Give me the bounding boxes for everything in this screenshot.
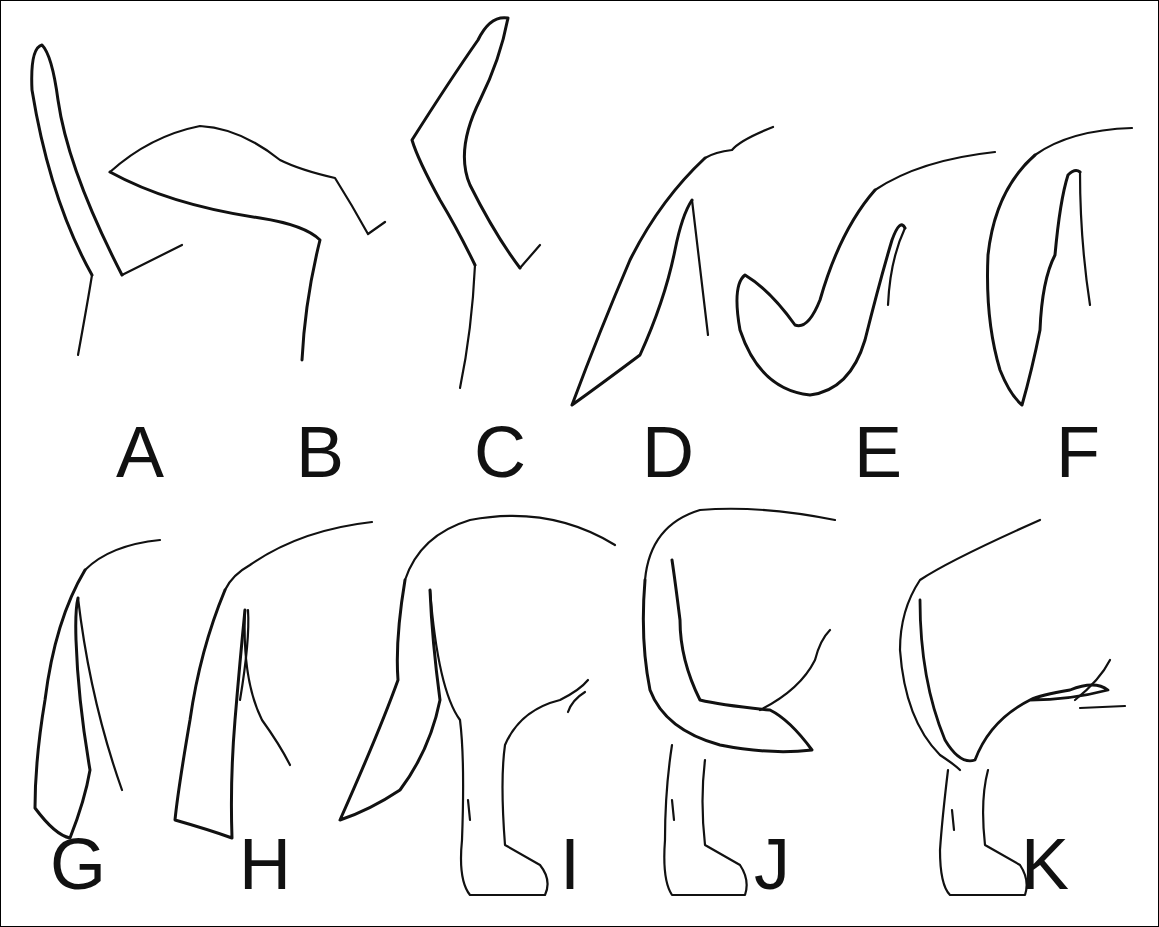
tail-b bbox=[110, 126, 385, 360]
tail-g bbox=[35, 540, 160, 838]
panel-letter: B bbox=[296, 416, 344, 488]
panel-letter: C bbox=[474, 416, 526, 488]
panel-letter: D bbox=[642, 416, 694, 488]
tail-a bbox=[32, 45, 182, 355]
tail-j bbox=[643, 509, 835, 895]
panel-letter: J bbox=[754, 828, 790, 900]
panel-letter: F bbox=[1056, 416, 1100, 488]
panel-letter: H bbox=[239, 828, 291, 900]
panel-letter: I bbox=[560, 828, 580, 900]
tail-k bbox=[900, 520, 1125, 895]
tail-e bbox=[737, 152, 995, 395]
panel-letter: A bbox=[116, 416, 164, 488]
tail-d bbox=[572, 127, 773, 405]
tail-c bbox=[412, 18, 540, 388]
panel-letter: G bbox=[50, 828, 106, 900]
panel-letter: K bbox=[1021, 828, 1069, 900]
panel-letter: E bbox=[854, 416, 902, 488]
tail-h bbox=[175, 522, 372, 838]
tail-f bbox=[988, 128, 1133, 405]
